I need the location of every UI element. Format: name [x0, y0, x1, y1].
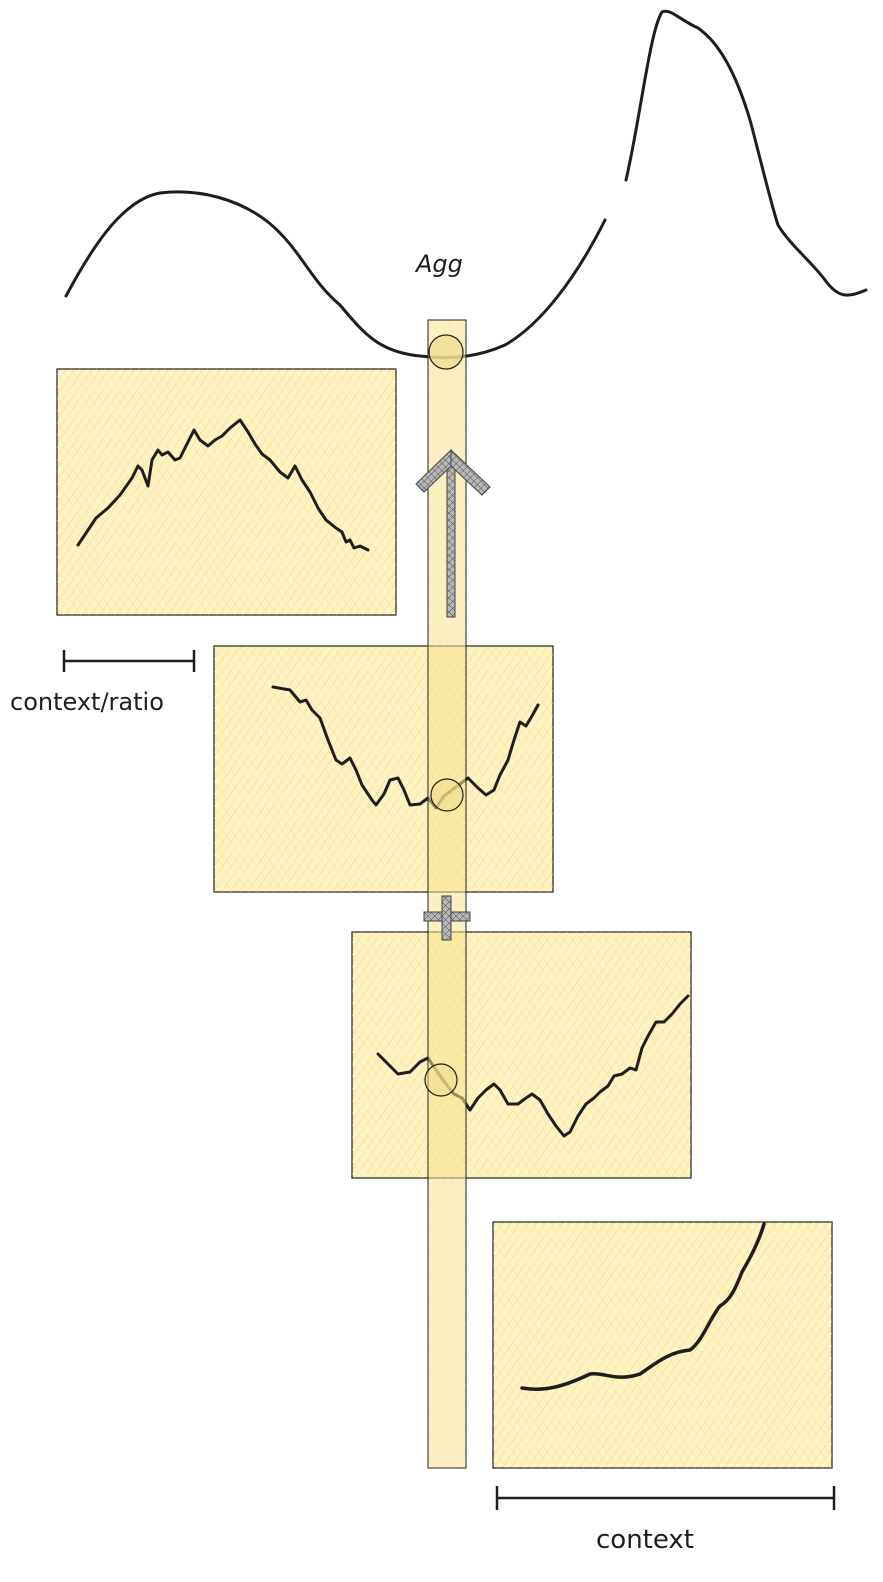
- context-ratio-bracket: [62, 650, 196, 672]
- aggregate-circle-marker-icon: [428, 334, 464, 370]
- window-3-circle-marker-icon: [424, 1063, 458, 1097]
- context-label: context: [596, 1525, 694, 1555]
- aggregate-label: Agg: [414, 250, 463, 278]
- window-panel-2: [213, 645, 554, 893]
- window-panel-3: [351, 931, 692, 1179]
- aggregate-curve: [64, 9, 868, 359]
- context-bracket: [495, 1486, 836, 1510]
- context-ratio-label: context/ratio: [10, 688, 164, 716]
- up-arrow-icon: [415, 448, 491, 618]
- window-panel-4: [492, 1221, 833, 1469]
- window-2-circle-marker-icon: [430, 778, 464, 812]
- window-4-signal: [520, 1222, 766, 1391]
- window-2-signal: [271, 685, 540, 810]
- window-panel-1: [56, 368, 397, 616]
- plus-icon: [423, 895, 471, 941]
- window-1-signal: [76, 418, 370, 552]
